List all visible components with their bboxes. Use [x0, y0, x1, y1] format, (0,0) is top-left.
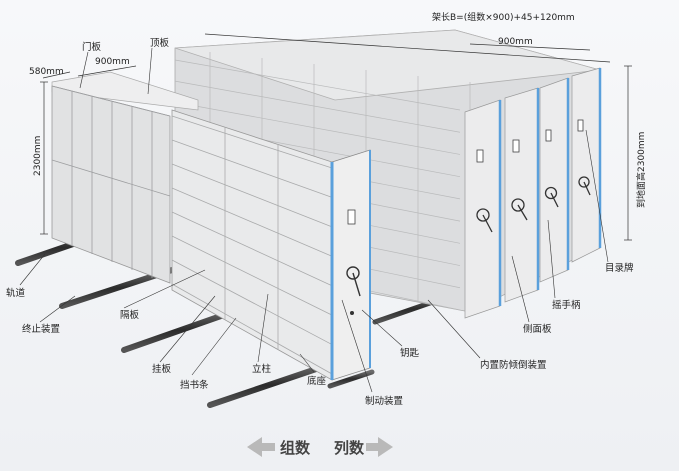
dim-width-right: 900mm — [498, 37, 533, 47]
right-arrow-icon — [366, 437, 393, 457]
label-catalog-card: 目录牌 — [605, 262, 634, 274]
label-column: 立柱 — [252, 363, 272, 375]
label-top-panel: 顶板 — [150, 37, 170, 49]
front-shelf-line — [171, 211, 333, 287]
track-rail-4 — [207, 362, 331, 408]
dim-depth: 580mm — [29, 67, 64, 77]
label-stop-device: 终止装置 — [22, 323, 60, 335]
dim-height-right: 到地面高2300mm — [635, 132, 647, 208]
catalog-cards — [476, 119, 584, 163]
left-cabinet-block — [51, 71, 199, 284]
footer: 组数 列数 — [247, 437, 393, 457]
dim-formula: 架长B=(组数×900)+45+120mm — [432, 11, 575, 23]
front-shelf-grid — [171, 115, 333, 375]
left-arrow-icon — [247, 437, 275, 457]
front-shelf-line — [171, 283, 333, 375]
footer-columns: 列数 — [334, 439, 365, 457]
front-shelf-line — [171, 187, 333, 257]
label-track: 轨道 — [6, 287, 26, 299]
dimension-lines — [40, 33, 632, 241]
label-book-stop: 挡书条 — [180, 379, 209, 391]
shelf-line — [174, 101, 461, 155]
leader-lines — [19, 47, 609, 393]
right-side-panels — [464, 67, 602, 319]
label-side-panel: 侧面板 — [523, 323, 552, 335]
front-shelf-line — [171, 163, 333, 228]
label-anti-tip: 内置防倾倒装置 — [480, 359, 547, 371]
label-base: 底座 — [307, 375, 327, 387]
front-shelf-line — [171, 115, 333, 169]
dim-height-left: 2300mm — [33, 136, 43, 176]
shelf-line — [174, 80, 461, 133]
label-partition: 隔板 — [120, 309, 140, 321]
label-handle: 摇手柄 — [552, 299, 581, 311]
dim-unit-width: 900mm — [95, 57, 130, 67]
footer-groups: 组数 — [280, 439, 311, 457]
label-hanging-board: 挂板 — [152, 363, 172, 375]
shelf-line — [174, 59, 461, 111]
label-door-panel: 门板 — [82, 41, 102, 53]
front-shelf-line — [171, 139, 333, 198]
track-rail-6 — [327, 369, 375, 389]
door-panels — [51, 85, 171, 278]
label-key: 钥匙 — [400, 347, 420, 359]
front-shelf-line — [171, 235, 333, 316]
label-brake: 制动装置 — [365, 395, 403, 407]
front-shelf-unit — [171, 109, 371, 381]
handle-wheels — [476, 176, 591, 233]
front-side-panel — [331, 149, 371, 381]
front-shelf-line — [171, 259, 333, 345]
